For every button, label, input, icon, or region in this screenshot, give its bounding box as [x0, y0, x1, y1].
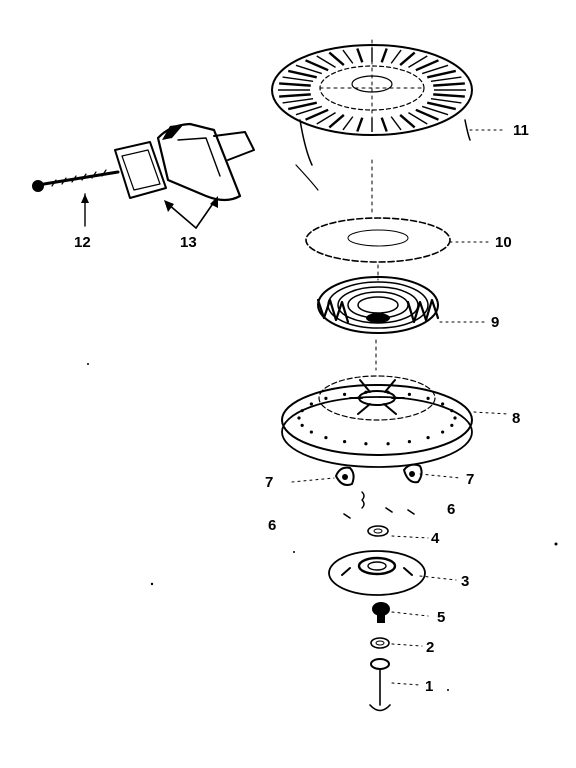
part-1-clip: [369, 658, 391, 712]
vent-slot: [426, 69, 457, 79]
vent-slot: [328, 51, 345, 66]
vent-slot: [380, 117, 388, 132]
callout-13: 13: [180, 234, 197, 251]
pulley-hole: [309, 402, 313, 406]
part-3-retainer: [328, 550, 426, 596]
vent-slot: [295, 64, 323, 75]
vent-slot: [295, 105, 323, 116]
vent-slot: [305, 59, 329, 72]
vent-slot: [390, 116, 402, 131]
pulley-hole: [453, 416, 457, 420]
vent-slot: [328, 114, 345, 129]
pulley-hole: [450, 423, 454, 427]
callout-5: 5: [437, 609, 445, 626]
vent-slot: [408, 55, 428, 68]
part-12-bolt: [32, 169, 120, 227]
pulley-hole: [441, 430, 445, 434]
part-10-plate: [305, 159, 451, 263]
vent-slot: [430, 76, 462, 83]
pulley-hole: [426, 436, 430, 440]
vent-slot: [433, 82, 465, 87]
print-specks: [87, 363, 558, 691]
vent-slot: [316, 112, 336, 125]
vent-slot: [433, 93, 465, 98]
pulley-rope-holes: [297, 390, 457, 446]
callout-4: 4: [431, 530, 440, 547]
vent-slot: [282, 76, 314, 83]
vent-slot: [279, 93, 311, 98]
callout-labels: 11 10 9 8 7 7 6 6 4 3 5 2 1 12 13: [74, 122, 529, 695]
vent-slot: [342, 116, 354, 131]
pulley-hole: [441, 402, 445, 406]
vent-slot: [399, 114, 416, 129]
part-13-handle-assembly: [114, 122, 255, 229]
vent-slot: [390, 49, 402, 64]
housing-vent-slots: [278, 48, 466, 132]
vent-slot: [415, 59, 439, 72]
part-6-springs: [343, 491, 415, 519]
leader-lines: [291, 129, 509, 686]
vent-slot: [287, 69, 318, 79]
vent-slot: [305, 108, 329, 121]
pulley-hole: [407, 392, 412, 396]
vent-slot: [421, 105, 449, 116]
vent-slot: [399, 51, 416, 66]
callout-1: 1: [425, 678, 433, 695]
vent-slot: [279, 82, 311, 87]
part-4-washer: [367, 525, 389, 537]
pulley-hole: [426, 396, 430, 400]
callout-6-left: 6: [268, 517, 276, 534]
vent-slot: [430, 97, 462, 104]
callout-6-right: 6: [447, 501, 455, 518]
vent-slot: [356, 48, 364, 63]
callout-7-right: 7: [466, 471, 474, 488]
callout-8: 8: [512, 410, 520, 427]
part-7-right-pawl: [403, 463, 423, 484]
part-7-left-pawl: [335, 466, 355, 486]
pulley-hole: [309, 430, 313, 434]
part-2-washer: [370, 637, 390, 649]
vent-slot: [342, 49, 354, 64]
callout-9: 9: [491, 314, 499, 331]
vent-slot: [380, 48, 388, 63]
pulley-hole: [342, 392, 347, 396]
pulley-hole: [386, 390, 390, 394]
part-11-housing: [271, 39, 473, 191]
callout-12: 12: [74, 234, 91, 251]
vent-slot: [421, 64, 449, 75]
pulley-hole: [364, 390, 368, 394]
pulley-hole: [324, 396, 328, 400]
pulley-hole: [450, 409, 454, 413]
part-5-screw: [372, 602, 390, 623]
callout-10: 10: [495, 234, 512, 251]
part-9-recoil-spring: [316, 264, 440, 334]
vent-slot: [408, 112, 428, 125]
callout-3: 3: [461, 573, 469, 590]
part-8-pulley: [281, 339, 473, 468]
callout-11: 11: [513, 122, 529, 139]
pulley-hole: [386, 442, 390, 446]
pulley-hole: [342, 440, 347, 444]
vent-slot: [316, 55, 336, 68]
vent-slot: [282, 97, 314, 104]
pulley-hole: [297, 416, 301, 420]
pulley-hole: [300, 423, 304, 427]
callout-7-left: 7: [265, 474, 273, 491]
vent-slot: [415, 108, 439, 121]
pulley-hole: [364, 442, 368, 446]
vent-slot: [426, 101, 457, 111]
pulley-hole: [407, 440, 412, 444]
pulley-hole: [324, 436, 328, 440]
vent-slot: [287, 101, 318, 111]
vent-slot: [356, 117, 364, 132]
callout-2: 2: [426, 639, 434, 656]
pulley-hole: [300, 409, 304, 413]
